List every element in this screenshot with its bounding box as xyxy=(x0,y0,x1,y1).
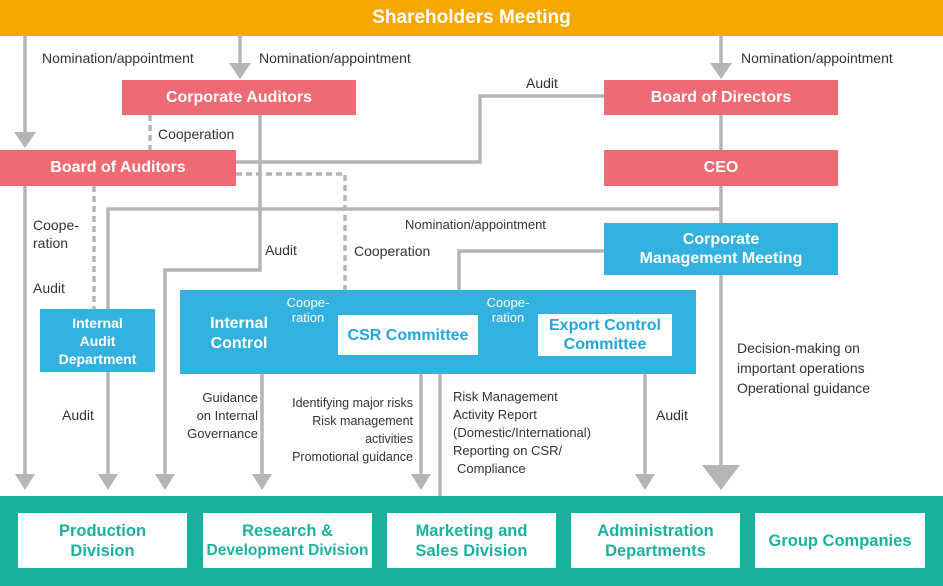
decision-making-line-3: Operational guidance xyxy=(737,380,871,396)
production-division-box: Production Division xyxy=(18,513,187,568)
rd-division-box: Research & Development Division xyxy=(203,513,372,568)
cooperation-auditors-label: Cooperation xyxy=(158,126,235,142)
nomination-label-3: Nomination/appointment xyxy=(741,50,893,66)
corporate-auditors-label: Corporate Auditors xyxy=(165,88,313,106)
production-line-2: Division xyxy=(70,541,135,560)
audit-top-label: Audit xyxy=(526,75,558,91)
cooperation-csr-export-line-1: Coope- xyxy=(486,295,530,310)
identifying-risks-line-2: Risk management xyxy=(312,414,413,428)
internal-control-label-group: Internal Control xyxy=(196,312,282,356)
csr-committee-label: CSR Committee xyxy=(347,326,469,344)
cooperation-audit-dept-line-2: ration xyxy=(33,235,69,251)
corporate-management-meeting-box: Corporate Management Meeting xyxy=(604,223,838,275)
cooperation-ic-csr-label: Coope- ration xyxy=(283,295,333,325)
rd-line-1: Research & xyxy=(242,521,333,540)
cooperation-csr-export-line-2: ration xyxy=(491,310,525,325)
risk-report-line-1: Risk Management xyxy=(453,389,558,404)
export-control-committee-box: Export Control Committee xyxy=(538,314,672,356)
group-companies-box: Group Companies xyxy=(755,513,925,568)
board-of-auditors-label: Board of Auditors xyxy=(50,159,186,176)
internal-control-line-2: Control xyxy=(210,335,268,352)
cooperation-csr-export-label: Coope- ration xyxy=(483,295,533,325)
rd-line-2: Development Division xyxy=(206,541,369,559)
risk-report-line-2: Activity Report xyxy=(453,407,537,422)
administration-line-2: Departments xyxy=(605,541,706,560)
internal-audit-line-1: Internal xyxy=(72,314,123,331)
corporate-management-meeting-line-1: Corporate xyxy=(682,231,760,248)
identifying-risks-line-4: Promotional guidance xyxy=(292,450,413,464)
shareholders-meeting-label: Shareholders Meeting xyxy=(372,7,571,28)
decision-making-line-2: important operations xyxy=(737,360,865,376)
nomination-label-2: Nomination/appointment xyxy=(259,50,411,66)
csr-committee-box: CSR Committee xyxy=(338,315,478,355)
identifying-risks-label: Identifying major risks Risk management … xyxy=(270,394,413,466)
internal-audit-line-3: Department xyxy=(58,350,137,367)
internal-control-line-1: Internal xyxy=(210,315,268,332)
decision-making-line-1: Decision-making on xyxy=(737,340,860,356)
marketing-line-2: Sales Division xyxy=(415,541,528,560)
export-control-line-1: Export Control xyxy=(549,317,661,334)
identifying-risks-line-1: Identifying major risks xyxy=(292,396,413,410)
internal-audit-line-2: Audit xyxy=(79,332,116,349)
audit-left-label: Audit xyxy=(33,280,65,296)
identifying-risks-line-3: activities xyxy=(365,432,413,446)
production-line-1: Production xyxy=(58,521,147,540)
board-of-auditors-box: Board of Auditors xyxy=(0,150,236,186)
guidance-line-3: Governance xyxy=(187,426,258,441)
board-of-directors-label: Board of Directors xyxy=(650,88,792,106)
audit-center-label: Audit xyxy=(265,242,297,258)
decision-making-label: Decision-making on important operations … xyxy=(737,338,870,398)
administration-line-1: Administration xyxy=(597,521,714,540)
ceo-box: CEO xyxy=(604,150,838,186)
board-of-directors-box: Board of Directors xyxy=(604,80,838,115)
audit-bottom-left-label: Audit xyxy=(62,407,94,423)
guidance-internal-governance-label: Guidance on Internal Governance xyxy=(176,389,258,443)
audit-bottom-right-label: Audit xyxy=(656,407,688,423)
guidance-line-1: Guidance xyxy=(202,390,258,405)
cooperation-center-label: Cooperation xyxy=(354,243,431,259)
risk-management-report-label: Risk Management Activity Report (Domesti… xyxy=(453,388,591,478)
cooperation-ic-csr-line-2: ration xyxy=(291,310,325,325)
nomination-label-1: Nomination/appointment xyxy=(42,50,194,66)
shareholders-meeting-bar: Shareholders Meeting xyxy=(0,0,943,36)
export-control-line-2: Committee xyxy=(563,336,647,353)
corporate-auditors-box: Corporate Auditors xyxy=(122,80,356,115)
cooperation-audit-dept-line-1: Coope- xyxy=(33,217,79,233)
marketing-sales-division-box: Marketing and Sales Division xyxy=(387,513,556,568)
guidance-line-2: on Internal xyxy=(196,408,258,423)
risk-report-line-5: Compliance xyxy=(457,461,526,476)
cooperation-audit-dept-label: Coope- ration xyxy=(33,216,79,252)
internal-audit-department-box: Internal Audit Department xyxy=(40,309,155,372)
group-companies-label: Group Companies xyxy=(768,531,912,550)
ceo-label: CEO xyxy=(703,159,739,176)
marketing-line-1: Marketing and xyxy=(415,521,528,540)
administration-departments-box: Administration Departments xyxy=(571,513,740,568)
nomination-label-4: Nomination/appointment xyxy=(405,217,546,232)
risk-report-line-3: (Domestic/International) xyxy=(453,425,591,440)
risk-report-line-4: Reporting on CSR/ xyxy=(453,443,563,458)
corporate-management-meeting-line-2: Management Meeting xyxy=(639,250,803,267)
cooperation-ic-csr-line-1: Coope- xyxy=(286,295,330,310)
